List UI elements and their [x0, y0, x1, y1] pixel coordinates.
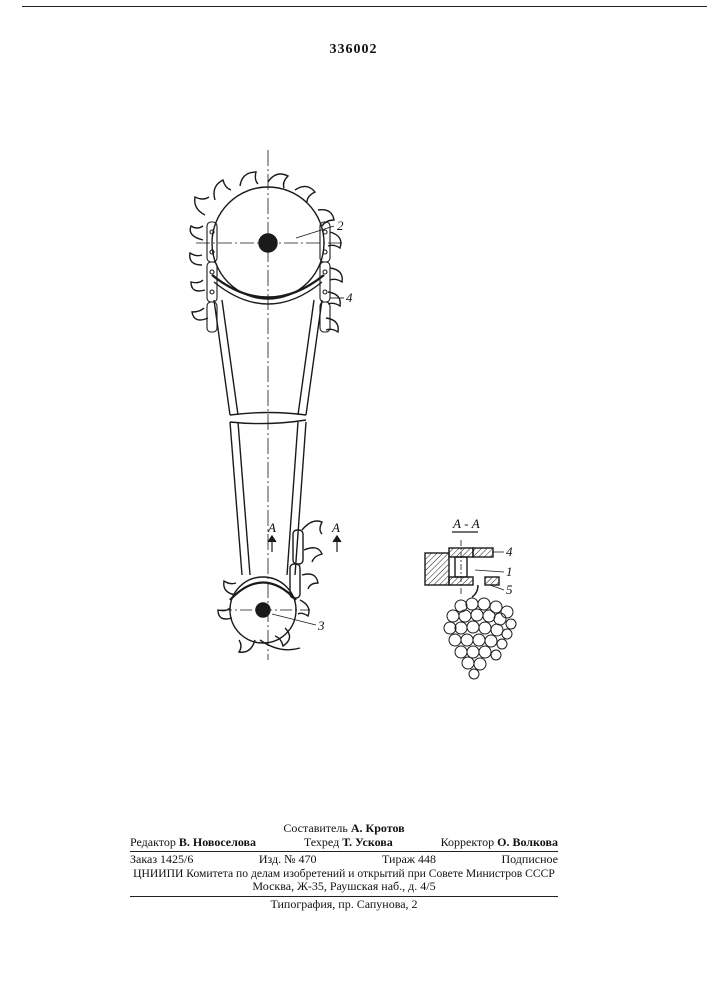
- upper-sprocket: [196, 187, 345, 304]
- callout-4-detail: 4: [506, 544, 513, 559]
- callout-1: 1: [506, 564, 513, 579]
- callout-4: 4: [346, 290, 353, 305]
- section-title: А - А: [452, 516, 480, 531]
- compiler-line: Составитель А. Кротов: [130, 822, 558, 836]
- staff-line: Редактор В. Новоселова Техред Т. Ускова …: [130, 836, 558, 850]
- callout-3: 3: [317, 618, 325, 633]
- lower-sprocket: [220, 577, 310, 643]
- organization-line: ЦНИИПИ Комитета по делам изобретений и о…: [130, 867, 558, 881]
- address-line: Москва, Ж-35, Раушская наб., д. 4/5: [130, 880, 558, 894]
- callout-2: 2: [337, 218, 344, 233]
- edition-number: Изд. № 470: [259, 853, 317, 867]
- compiler-name: А. Кротов: [351, 821, 405, 835]
- editor: Редактор В. Новоселова: [130, 836, 256, 850]
- subscription: Подписное: [501, 853, 558, 867]
- technical-drawing: 2 4 3 А А А - А 4 1 5: [0, 0, 707, 800]
- techred: Техред Т. Ускова: [304, 836, 393, 850]
- printing-house: Типография, пр. Сапунова, 2: [130, 898, 558, 912]
- cut-label-left: А: [267, 520, 276, 535]
- order-line: Заказ 1425/6 Изд. № 470 Тираж 448 Подпис…: [130, 853, 558, 867]
- cut-label-right: А: [331, 520, 340, 535]
- order-number: Заказ 1425/6: [130, 853, 193, 867]
- circulation: Тираж 448: [382, 853, 436, 867]
- corrector: Корректор О. Волкова: [441, 836, 558, 850]
- grape-bunch: [444, 598, 516, 679]
- imprint-block: Составитель А. Кротов Редактор В. Новосе…: [130, 822, 558, 911]
- divider: [130, 851, 558, 852]
- section-detail: [425, 532, 504, 597]
- callout-5: 5: [506, 582, 513, 597]
- compiler-prefix: Составитель: [283, 821, 347, 835]
